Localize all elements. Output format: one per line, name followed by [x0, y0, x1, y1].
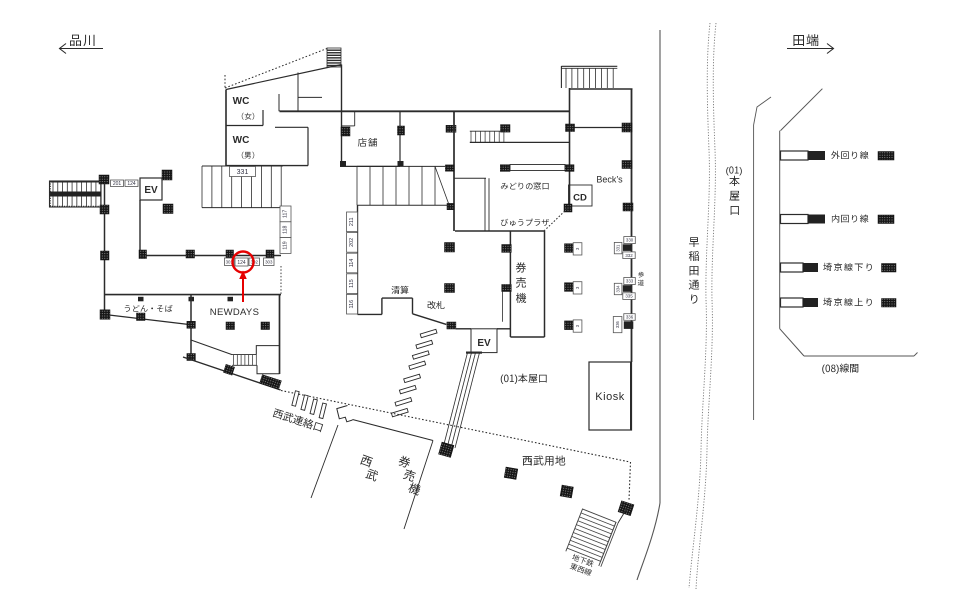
svg-text:331: 331: [616, 244, 621, 252]
svg-text:売: 売: [516, 275, 527, 291]
svg-text:WC: WC: [233, 135, 250, 146]
svg-text:西: 西: [358, 451, 375, 471]
svg-text:202: 202: [349, 238, 355, 247]
svg-text:うどん・そば: うどん・そば: [123, 303, 173, 315]
svg-text:埼京線上り: 埼京線上り: [822, 295, 875, 309]
svg-text:117: 117: [283, 210, 289, 218]
svg-text:Kiosk: Kiosk: [595, 391, 624, 403]
svg-text:115: 115: [349, 279, 355, 288]
svg-text:外回り線: 外回り線: [830, 149, 870, 162]
svg-text:びゅうプラザ: びゅうプラザ: [500, 217, 549, 229]
svg-text:機: 機: [516, 290, 527, 306]
svg-text:335: 335: [625, 294, 633, 299]
svg-text:田端: 田端: [792, 30, 820, 49]
svg-text:みどりの窓口: みどりの窓口: [500, 180, 549, 192]
svg-text:稲: 稲: [689, 248, 700, 264]
svg-text:券: 券: [516, 260, 528, 276]
svg-text:WC: WC: [233, 96, 250, 107]
svg-text:124: 124: [127, 181, 136, 187]
svg-text:334: 334: [616, 285, 621, 293]
svg-text:券: 券: [396, 452, 413, 472]
svg-text:118: 118: [283, 225, 289, 233]
svg-text:303: 303: [265, 259, 273, 264]
svg-text:3: 3: [575, 324, 580, 327]
svg-text:(08)線間: (08)線間: [822, 360, 860, 375]
svg-text:201: 201: [113, 181, 122, 187]
svg-text:124: 124: [237, 260, 246, 266]
svg-text:機: 機: [406, 479, 423, 499]
svg-text:(01)本屋口: (01)本屋口: [500, 370, 548, 385]
svg-text:埼京線下り: 埼京線下り: [822, 260, 875, 274]
svg-text:早: 早: [689, 234, 700, 250]
svg-text:改札: 改札: [427, 299, 445, 312]
svg-text:332: 332: [625, 253, 633, 258]
svg-text:田: 田: [689, 262, 700, 278]
svg-text:屋: 屋: [729, 188, 740, 204]
svg-text:売: 売: [401, 465, 418, 485]
svg-text:EV: EV: [144, 185, 158, 196]
svg-text:330: 330: [626, 238, 634, 243]
svg-text:336: 336: [626, 315, 634, 320]
svg-text:(01): (01): [726, 163, 743, 177]
svg-text:通: 通: [689, 277, 700, 293]
svg-text:CD: CD: [573, 193, 587, 204]
svg-text:3: 3: [575, 286, 580, 289]
svg-text:331: 331: [237, 169, 249, 176]
svg-text:歩: 歩: [638, 270, 645, 279]
svg-text:119: 119: [283, 241, 289, 249]
svg-text:清算: 清算: [391, 284, 409, 297]
svg-text:114: 114: [349, 259, 355, 268]
svg-text:店舗: 店舗: [357, 135, 378, 149]
svg-text:本: 本: [729, 173, 740, 189]
svg-text:NEWDAYS: NEWDAYS: [210, 307, 259, 318]
svg-text:（女）: （女）: [237, 111, 260, 122]
svg-text:211: 211: [349, 218, 355, 227]
svg-text:内回り線: 内回り線: [831, 212, 870, 225]
svg-text:336: 336: [615, 320, 620, 328]
svg-text:Beck’s: Beck’s: [596, 175, 623, 185]
svg-text:EV: EV: [477, 338, 491, 349]
svg-text:西武用地: 西武用地: [522, 453, 566, 469]
svg-text:（男）: （男）: [237, 150, 260, 161]
svg-text:道: 道: [638, 278, 645, 287]
svg-text:品川: 品川: [69, 30, 97, 49]
svg-text:口: 口: [729, 202, 740, 218]
svg-text:3: 3: [575, 247, 580, 250]
svg-text:333: 333: [626, 279, 634, 284]
svg-text:116: 116: [349, 300, 355, 309]
svg-text:301: 301: [226, 259, 234, 264]
svg-text:り: り: [689, 291, 700, 307]
